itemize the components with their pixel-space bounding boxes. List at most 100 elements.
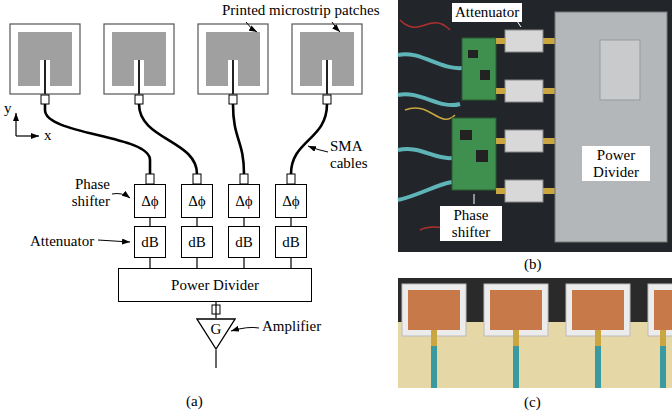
phase-shifter-box: Δϕ [275, 184, 307, 218]
patch-array-photo [572, 290, 624, 330]
box-text: dB [282, 234, 300, 251]
power-divider-box: Power Divider [118, 268, 312, 302]
callout-label: Amplifier [262, 318, 321, 335]
patch-array-photo [431, 330, 437, 346]
patch-array-photo [484, 284, 548, 336]
box-text: G [211, 321, 222, 338]
microstrip-patch [41, 95, 49, 104]
patch-array-photo [513, 330, 519, 346]
patch-array-photo [431, 330, 666, 346]
attenuator-box: dB [228, 226, 260, 258]
sma-connector [146, 174, 154, 184]
patch-array-photo [566, 284, 630, 336]
box-text: dB [235, 234, 253, 251]
leader-line [98, 240, 130, 242]
hardware-photo [517, 21, 521, 27]
axis-label: x [44, 127, 52, 144]
microstrip-patch [44, 60, 46, 94]
hardware-photo [398, 0, 672, 252]
hardware-photo [474, 194, 475, 204]
patch-array-photo [402, 284, 466, 336]
hardware-photo [452, 118, 496, 190]
leader-line [308, 146, 328, 152]
hardware-photo [543, 188, 555, 194]
microstrip-patch [323, 95, 331, 104]
microstrip-patch [232, 60, 234, 94]
hardware-photo [496, 38, 505, 44]
signal-line [149, 258, 150, 268]
hardware-photo [480, 70, 490, 80]
microstrip-patch [326, 60, 328, 94]
hardware-photo [496, 88, 505, 94]
amplifier-symbol [197, 319, 235, 349]
leader-line [112, 194, 130, 199]
panel-label: (c) [524, 394, 541, 411]
axis-arrows [16, 135, 39, 136]
amplifier-input-wire [215, 350, 216, 368]
sma-cable [139, 104, 197, 174]
sma-cable [45, 104, 327, 174]
axis-label: y [4, 100, 12, 117]
patch-array-photo [408, 290, 672, 330]
signal-line [243, 258, 244, 268]
axis-arrows [15, 113, 16, 136]
leader-line [246, 22, 257, 32]
patch-array-photo [660, 346, 666, 388]
patch-array-photo [595, 330, 601, 346]
panel-label: (b) [524, 256, 542, 273]
panel-label: (a) [186, 393, 203, 410]
patch-array-photo [408, 290, 460, 330]
patch-array-photo [431, 346, 437, 388]
hardware-photo [474, 21, 521, 204]
signal-line [215, 302, 216, 318]
attenuator-box: dB [181, 226, 213, 258]
patch-array-photo [654, 290, 672, 330]
callout-label: Printed microstrip patches [222, 2, 379, 19]
hardware-photo [405, 108, 455, 119]
hardware-photo [400, 20, 450, 30]
hardware-photo [398, 94, 460, 105]
sma-connector [240, 174, 248, 184]
callout-label: SMA cables [330, 138, 376, 171]
sma-cable [45, 104, 150, 174]
signal-line [149, 218, 150, 226]
hardware-photo [505, 30, 543, 202]
microstrip-patch [198, 24, 268, 94]
box-text: Power Divider [171, 277, 259, 294]
hardware-photo [496, 38, 555, 194]
sma-cable [291, 104, 327, 174]
photo-callout: Phase shifter [440, 206, 502, 241]
microstrip-patch [138, 60, 140, 94]
phase-shifter-box: Δϕ [228, 184, 260, 218]
signal-line [290, 258, 291, 268]
microstrip-patch [229, 95, 237, 104]
hardware-photo [398, 0, 672, 252]
patch-array-photo [398, 278, 672, 388]
box-text: Δϕ [235, 193, 253, 210]
microstrip-patch [104, 24, 174, 104]
hardware-photo [505, 80, 543, 102]
sma-cable [233, 104, 244, 174]
microstrip-patch [135, 95, 143, 104]
microstrip-patch [10, 24, 80, 94]
signal-line [196, 258, 197, 268]
box-text: dB [141, 234, 159, 251]
box-text: Δϕ [141, 193, 159, 210]
hardware-photo [460, 130, 472, 140]
amplifier-triangle: G [196, 318, 236, 350]
patch-array-photo [595, 346, 601, 388]
attenuator-box: dB [275, 226, 307, 258]
leader-line [231, 327, 259, 331]
hardware-photo [505, 30, 543, 52]
patch-array-photo [398, 278, 672, 388]
signal-line [290, 218, 291, 226]
patch-array-photo [490, 290, 542, 330]
phase-shifter-box: Δϕ [134, 184, 166, 218]
box-text: dB [188, 234, 206, 251]
hardware-photo [496, 188, 505, 194]
axis-arrows [16, 113, 39, 136]
patch-array-photo [434, 346, 663, 388]
hardware-photo [398, 54, 462, 68]
callout-label: Phase shifter [60, 176, 110, 209]
